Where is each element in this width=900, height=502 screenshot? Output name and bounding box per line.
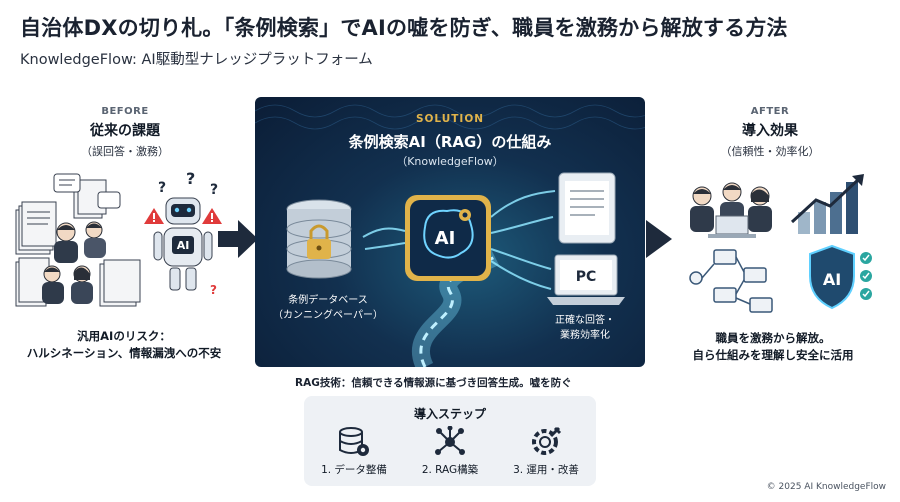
svg-text:?: ?: [210, 283, 217, 297]
rag-note: RAG技術：信頼できる情報源に基づき回答生成。嘘を防ぐ: [295, 377, 572, 389]
steps-title: 導入ステップ: [413, 407, 486, 421]
pc-badge: PC: [576, 269, 597, 285]
tablet-document-icon: [558, 172, 616, 244]
arrow-right-icon: [218, 220, 258, 258]
svg-text:?: ?: [210, 182, 218, 198]
step-label: 3. 運用・改善: [513, 464, 579, 476]
flow-stream: [362, 190, 556, 290]
before-ai-badge: AI: [177, 239, 190, 252]
before-caption-line2: ハルシネーション、情報漏洩への不安: [26, 346, 222, 360]
database-label: 条例データベース （カンニングペーパー）: [273, 295, 383, 321]
page-title: 自治体DXの切り札。「条例検索」でAIの嘘を防ぎ、職員を激務から解放する方法: [20, 16, 788, 40]
laptop-icon: [547, 254, 625, 305]
solution-kicker: SOLUTION: [415, 113, 485, 125]
robot-icon: [153, 197, 213, 291]
before-subheading: （誤回答・激務）: [81, 145, 169, 158]
step-item: 1. データ整備: [306, 426, 402, 477]
after-caption: 職員を激務から解放。 自ら仕組みを理解し安全に活用: [668, 330, 878, 364]
database-gear-icon: [339, 427, 369, 456]
lock-icon: [307, 224, 331, 259]
step-label: 1. データ整備: [321, 464, 387, 476]
arrow-right-icon: [646, 220, 672, 258]
step-label: 2. RAG構築: [421, 464, 479, 476]
wrench-gear-icon: [532, 426, 562, 455]
solution-subheading: （KnowledgeFlow）: [396, 155, 504, 168]
after-ai-badge: AI: [823, 270, 841, 289]
before-heading-group: BEFORE 従来の課題 （誤回答・激務）: [70, 106, 180, 159]
shield-icon: [809, 244, 855, 310]
after-illustration: AI: [689, 174, 872, 313]
after-caption-line2: 自ら仕組みを理解し安全に活用: [692, 348, 854, 362]
stressed-staff-icon: [42, 221, 106, 304]
after-kicker: AFTER: [750, 106, 790, 117]
output-label: 正確な回答・ 業務効率化: [555, 315, 615, 341]
laptop-icon: [708, 215, 756, 238]
after-heading: 導入効果: [742, 123, 798, 139]
steps-panel: 導入ステップ 1. データ整備 2. RAG構築: [304, 396, 596, 486]
svg-text:?: ?: [158, 180, 166, 196]
question-mark-icon: ? ? ? ?: [158, 170, 218, 297]
before-illustration: AI ? ? ? ?: [15, 170, 222, 307]
solution-panel: AI PC SOLUTION 条例検索AI（RAG）の仕組み （Knowledg…: [255, 97, 645, 367]
wave-pattern: [255, 104, 645, 130]
footer-copyright: © 2025 AI KnowledgeFlow: [766, 482, 886, 492]
ai-brain-chip-icon: [405, 195, 491, 281]
before-heading: 従来の課題: [90, 123, 160, 139]
solution-ai-badge: AI: [435, 228, 456, 249]
speech-bubble-icon: [53, 173, 121, 209]
before-kicker: BEFORE: [101, 106, 149, 117]
step-item: 3. 運用・改善: [498, 426, 594, 477]
solution-heading: 条例検索AI（RAG）の仕組み: [348, 133, 552, 151]
before-caption: 汎用AIのリスク： ハルシネーション、情報漏洩への不安: [4, 328, 244, 362]
step-item: 2. RAG構築: [402, 426, 498, 477]
svg-text:?: ?: [186, 170, 195, 188]
checkmark-icon: [860, 252, 872, 300]
document-stack-icon: [15, 179, 141, 307]
before-caption-line1: 汎用AIのリスク：: [77, 329, 171, 343]
network-icon: [435, 426, 465, 455]
solution-diagram: AI PC: [255, 104, 645, 367]
page-subtitle: KnowledgeFlow: AI駆動型ナレッジプラットフォーム: [20, 52, 373, 68]
workflow-icon: [689, 249, 773, 313]
growth-chart-icon: [790, 174, 864, 234]
after-heading-group: AFTER 導入効果 （信頼性・効率化）: [700, 106, 840, 159]
after-subheading: （信頼性・効率化）: [720, 145, 820, 158]
warning-icon: [144, 208, 222, 224]
after-caption-line1: 職員を激務から解放。: [715, 331, 831, 345]
